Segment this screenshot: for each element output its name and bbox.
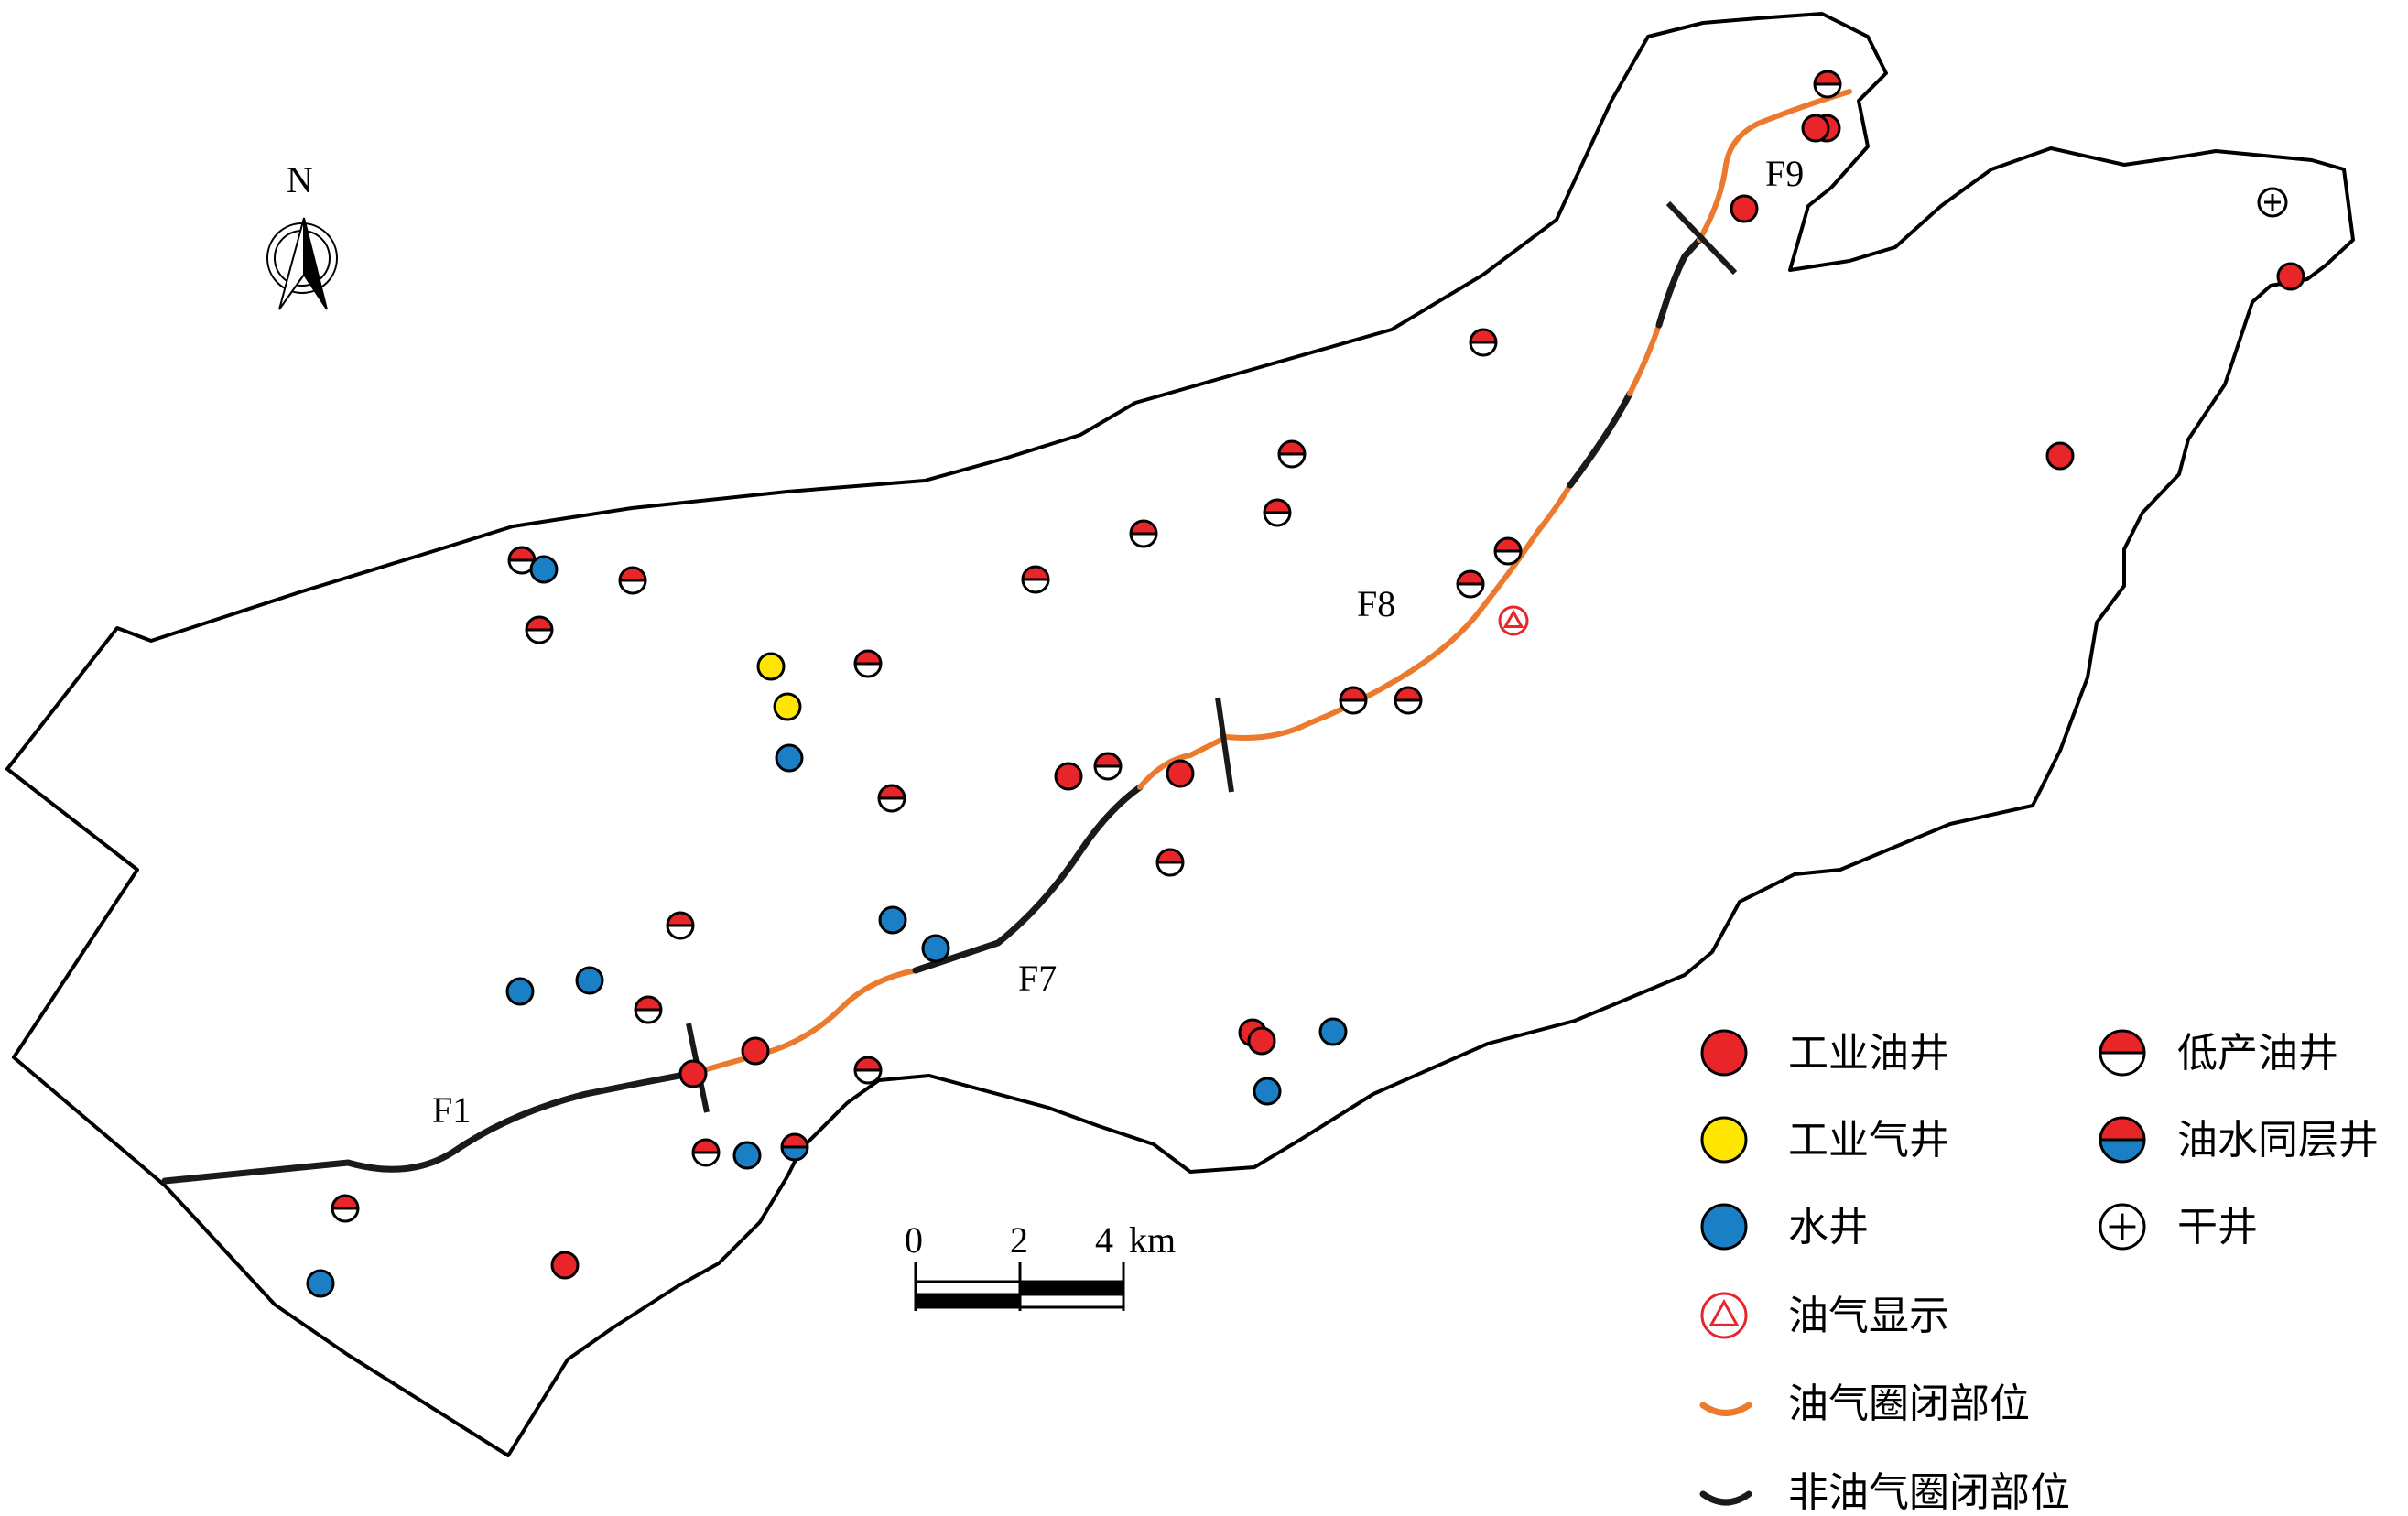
fault-label-f8: F8 [1357, 583, 1395, 624]
well-low-yield-33 [331, 1194, 360, 1223]
well-industrial-oil-5 [1054, 762, 1083, 791]
legend-label-industrial-oil-well: 工业油井 [1788, 1030, 1949, 1077]
scale-segment-2-black [1018, 1280, 1125, 1296]
well-low-yield-22 [1093, 752, 1123, 781]
fault-f1-non-trap [161, 1069, 698, 1185]
well-gas-35 [756, 652, 786, 681]
well-low-yield-13 [1469, 328, 1498, 357]
fault-label-f9: F9 [1765, 153, 1804, 194]
field-boundary [5, 12, 2355, 1457]
scale-segment-2-white [1018, 1293, 1125, 1309]
fault-tick-f8 [1215, 697, 1234, 793]
fault-f8-trap [1137, 482, 1573, 790]
well-water-42 [575, 966, 604, 995]
well-industrial-oil-6 [1166, 759, 1195, 788]
well-water-37 [529, 555, 559, 584]
well-low-yield-31 [853, 1056, 883, 1085]
legend-non-trap-line-icon [1699, 1490, 1752, 1506]
scale-tick-0: 0 [905, 1219, 923, 1261]
legend-label-water-well: 水井 [1788, 1204, 1869, 1251]
scale-segment-1-white [914, 1280, 1022, 1296]
north-label: N [287, 159, 313, 200]
well-water-38 [775, 743, 804, 773]
legend: 工业油井 低产油井 工业气井 油水同层井 水井 干井 油气显示 油气圈闭部位 非… [1699, 1029, 2379, 1516]
wells-layer [306, 70, 2305, 1298]
fault-f9-non-trap [1655, 236, 1703, 329]
legend-label-industrial-gas-well: 工业气井 [1788, 1117, 1949, 1164]
well-low-yield-21 [1394, 686, 1423, 715]
well-water-41 [505, 977, 535, 1006]
well-low-yield-20 [1339, 686, 1368, 715]
well-low-yield-15 [1263, 498, 1292, 527]
north-arrow-right [303, 217, 328, 310]
well-low-yield-23 [853, 649, 883, 678]
north-arrow: N [266, 159, 338, 310]
well-oil-gas-show-48 [1498, 605, 1529, 636]
well-gas-36 [773, 692, 802, 721]
north-arrow-left [278, 217, 305, 310]
well-industrial-oil-2 [1730, 194, 1759, 223]
legend-label-oil-water-well: 油水同层井 [2177, 1117, 2379, 1164]
well-low-yield-32 [691, 1138, 721, 1167]
legend-symbol-water [1700, 1203, 1748, 1251]
fault-f8-non-trap [1567, 390, 1633, 489]
well-water-39 [878, 905, 907, 935]
well-water-45 [732, 1141, 762, 1170]
fault-label-f7: F7 [1018, 958, 1057, 999]
legend-label-oil-gas-show: 油气显示 [1788, 1293, 1949, 1339]
fault-f7-trap-1 [691, 968, 918, 1076]
scale-unit: km [1129, 1219, 1176, 1261]
well-industrial-oil-4 [2045, 441, 2075, 471]
legend-trap-line-icon [1699, 1402, 1752, 1416]
well-low-yield-19 [1456, 569, 1485, 599]
legend-symbol-dry [2099, 1203, 2146, 1251]
well-industrial-oil-8 [741, 1036, 770, 1066]
legend-label-low-yield-oil-well: 低产油井 [2177, 1030, 2338, 1077]
well-water-43 [1318, 1017, 1348, 1046]
well-water-40 [921, 934, 950, 963]
fault-f9-trap [1697, 89, 1852, 243]
well-water-46 [306, 1269, 335, 1298]
legend-symbol-industrial-oil [1700, 1029, 1748, 1077]
fault-f8-trap-2 [1627, 322, 1662, 396]
scale-tick-4: 4 [1095, 1219, 1113, 1261]
scale-segment-1-black [914, 1293, 1022, 1309]
well-low-yield-12 [1813, 70, 1842, 99]
legend-symbol-gas [1700, 1116, 1748, 1164]
well-low-yield-30 [634, 995, 663, 1024]
fault-label-f1: F1 [432, 1089, 471, 1131]
well-low-yield-27 [618, 566, 647, 595]
legend-label-dry-well: 干井 [2177, 1204, 2258, 1251]
well-dry-47 [2257, 187, 2288, 218]
well-industrial-oil-10 [1247, 1026, 1276, 1056]
scale-bar: 0 2 4 km [905, 1219, 1176, 1311]
well-industrial-oil-1 [1801, 114, 1830, 143]
well-industrial-oil-3 [2276, 262, 2305, 291]
well-low-yield-18 [1493, 536, 1523, 566]
well-low-yield-14 [1277, 439, 1307, 469]
fault-f7-non-trap [912, 784, 1144, 974]
well-low-yield-24 [877, 784, 906, 813]
legend-symbol-low-yield [2099, 1029, 2146, 1077]
fault-tick-f9 [1665, 200, 1738, 276]
well-water-44 [1253, 1077, 1282, 1106]
well-industrial-oil-11 [550, 1251, 580, 1280]
well-low-yield-29 [666, 911, 695, 940]
legend-label-trap-section: 油气圈闭部位 [1788, 1381, 2030, 1427]
legend-symbol-oil-gas-show [1700, 1292, 1748, 1339]
legend-label-non-trap-section: 非油气圈闭部位 [1788, 1469, 2070, 1516]
scale-tick-2: 2 [1010, 1219, 1028, 1261]
legend-symbol-oil-water [2099, 1116, 2146, 1164]
well-industrial-oil-7 [678, 1059, 708, 1088]
well-oil-water-34 [780, 1132, 809, 1162]
well-low-yield-16 [1129, 519, 1158, 548]
well-low-yield-28 [525, 615, 554, 644]
well-low-yield-17 [1021, 565, 1050, 594]
well-low-yield-25 [1155, 848, 1185, 877]
